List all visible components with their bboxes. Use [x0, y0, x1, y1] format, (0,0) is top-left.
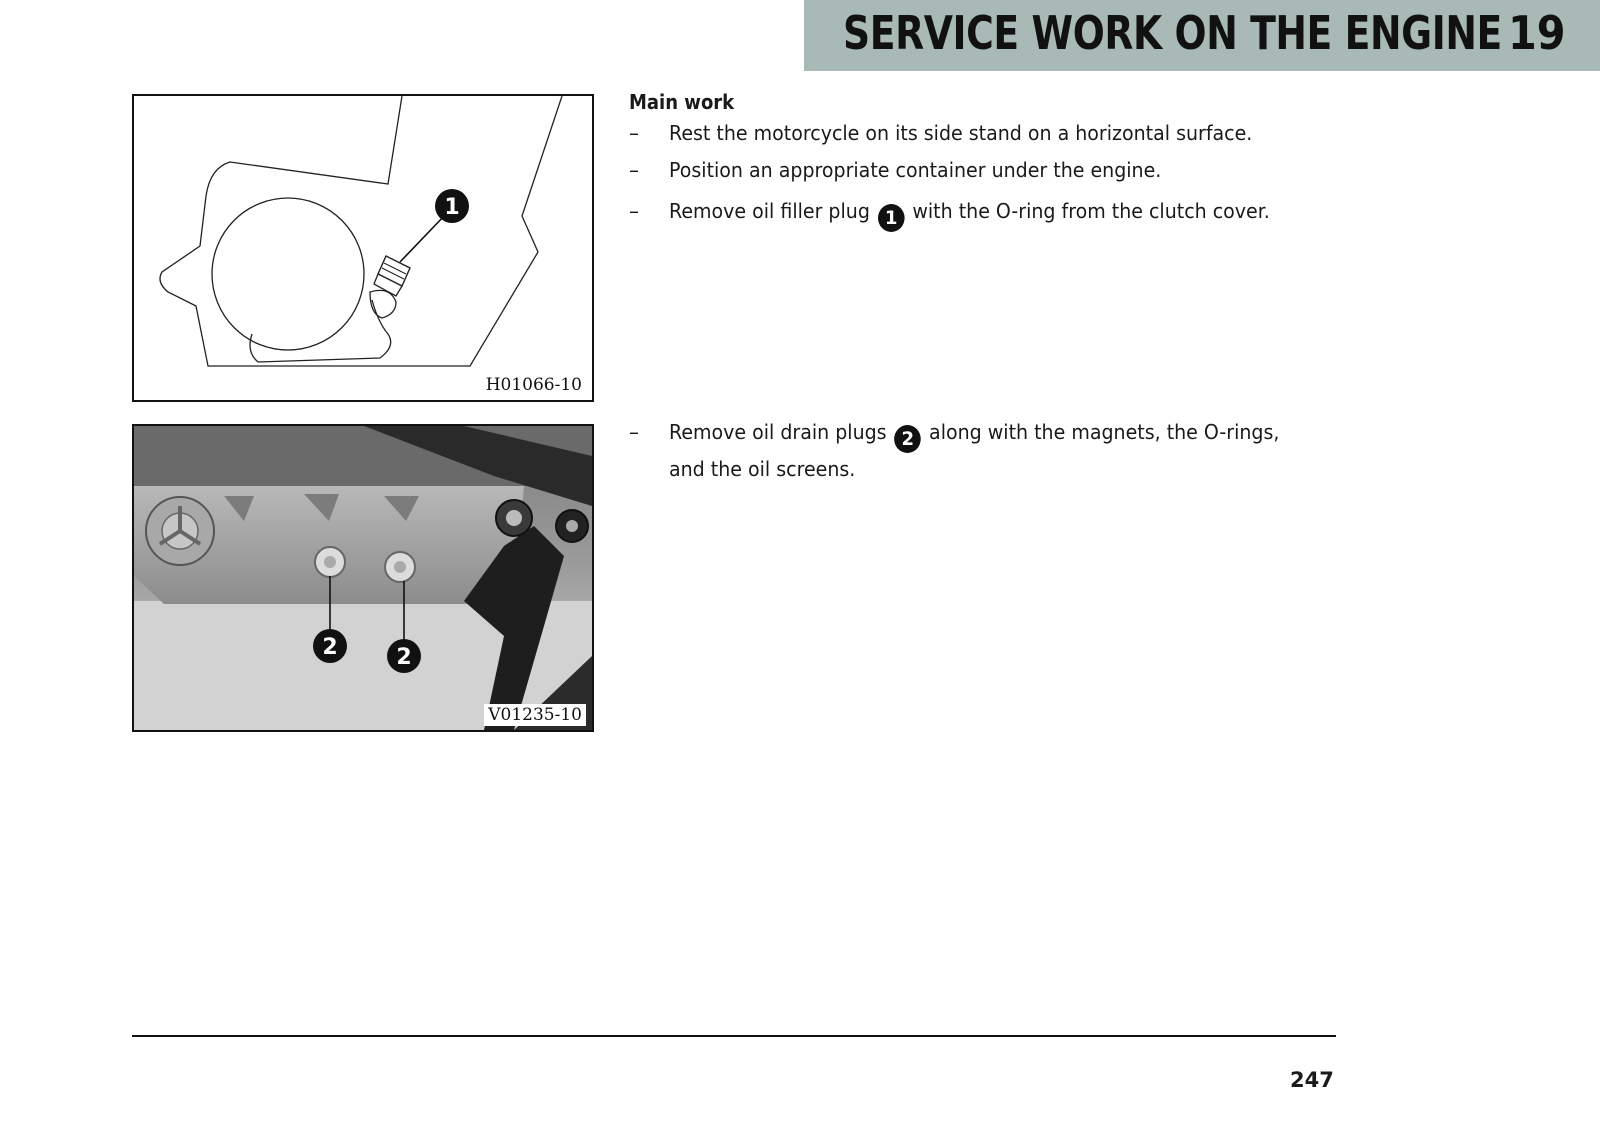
- figure-code: V01235-10: [484, 704, 586, 726]
- clutch-circle: [211, 197, 365, 351]
- callout-badge-inline: 1: [877, 204, 905, 232]
- engine-underside-photo: 2 2: [134, 426, 592, 730]
- callout-badge-inline: 2: [894, 425, 922, 453]
- header-band: [804, 0, 1600, 71]
- callout-badge-2a: 2: [313, 629, 347, 663]
- callout-badge-1: 1: [435, 189, 469, 223]
- step-text: Position an appropriate container under …: [669, 158, 1162, 182]
- pan-ribs: [224, 494, 419, 521]
- cover-outline: [159, 96, 563, 367]
- oil-pan: [134, 486, 524, 604]
- step-text: Remove oil drain plugs 2 along with the …: [669, 420, 1280, 481]
- oil-filler-plug: [373, 255, 411, 297]
- chapter-number: 19: [1508, 6, 1566, 60]
- page-title: SERVICE WORK ON THE ENGINE: [843, 6, 1502, 60]
- step-text: Rest the motorcycle on its side stand on…: [669, 121, 1253, 145]
- svg-text:1: 1: [444, 195, 459, 220]
- figure-oil-filler-plug: 1 H01066-10: [132, 94, 594, 402]
- figure-oil-drain-plugs: 2 2 V01235-10: [132, 424, 594, 732]
- callout-leader-1: [399, 213, 447, 263]
- callout-badge-2b: 2: [387, 639, 421, 673]
- svg-text:2: 2: [396, 645, 411, 670]
- frame-tube: [364, 426, 592, 506]
- svg-text:2: 2: [322, 635, 337, 660]
- footer-rule: [132, 1035, 1336, 1037]
- page-number: 247: [1290, 1068, 1334, 1092]
- step-text: Remove oil filler plug 1 with the O-ring…: [669, 195, 1296, 232]
- side-stand: [464, 526, 564, 730]
- section-heading: Main work: [629, 90, 735, 114]
- clutch-cover-drawing: 1: [159, 96, 563, 367]
- cover-lower-lobe: [249, 299, 392, 363]
- figure-code: H01066-10: [481, 374, 586, 396]
